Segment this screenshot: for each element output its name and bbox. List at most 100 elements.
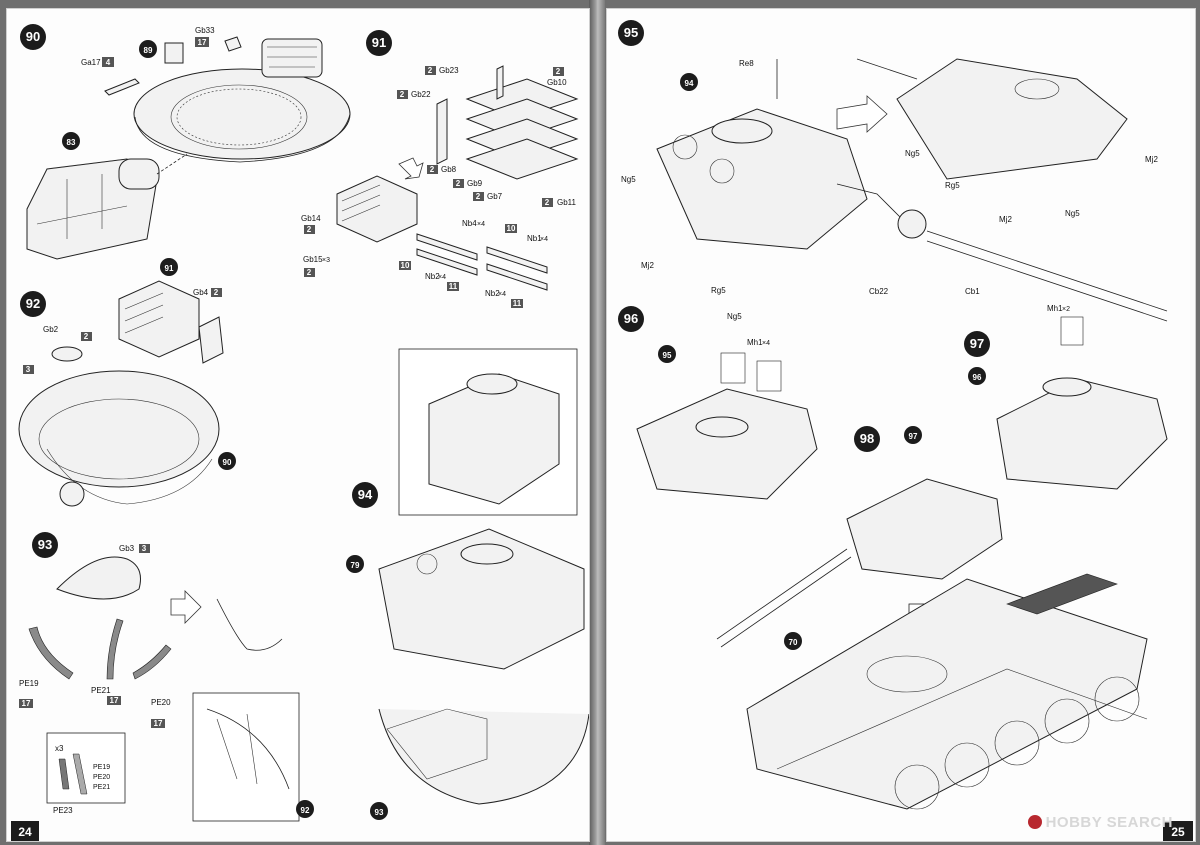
page-number: 25 [1171, 825, 1185, 839]
step-badge [20, 24, 46, 50]
page-number-box [11, 821, 39, 841]
step-92-group: 92 91 Gb4 2 Gb2 2 3 90 [18, 258, 236, 507]
svg-text:70: 70 [789, 638, 798, 647]
page-number-box [1163, 821, 1193, 841]
svg-text:3: 3 [26, 365, 31, 374]
svg-text:Mj2: Mj2 [999, 215, 1012, 224]
svg-text:Gb23: Gb23 [439, 66, 459, 75]
turret-basket [133, 68, 351, 160]
svg-text:91: 91 [372, 35, 386, 50]
svg-text:Gb9: Gb9 [467, 179, 483, 188]
svg-text:PE23: PE23 [53, 806, 73, 815]
step-95-group: 95 Re8 94 Ng5 Mj2 Rg5 Ng5 Cb22 Cb1 Ng5 R… [618, 20, 1168, 322]
page-number: 24 [18, 825, 32, 839]
hobby-search-logo-icon [1027, 815, 1042, 829]
svg-text:11: 11 [513, 299, 522, 308]
svg-text:Gb8: Gb8 [441, 165, 457, 174]
svg-text:2: 2 [556, 67, 561, 76]
svg-text:94: 94 [685, 79, 694, 88]
svg-text:Nb2: Nb2 [485, 289, 500, 298]
svg-text:92: 92 [301, 806, 310, 815]
svg-text:Gb3: Gb3 [119, 544, 135, 553]
svg-text:17: 17 [154, 719, 163, 728]
svg-text:×4: ×4 [498, 291, 506, 298]
svg-text:Ng5: Ng5 [905, 149, 920, 158]
svg-text:96: 96 [973, 373, 982, 382]
svg-text:Gb7: Gb7 [487, 192, 503, 201]
svg-text:93: 93 [375, 808, 384, 817]
svg-text:79: 79 [351, 561, 360, 570]
svg-text:2: 2 [476, 192, 481, 201]
svg-text:89: 89 [144, 46, 153, 55]
svg-text:17: 17 [22, 699, 31, 708]
svg-text:Gb14: Gb14 [301, 214, 321, 223]
svg-text:PE20: PE20 [151, 698, 171, 707]
step-91-group: 91 Gb23 2 2 Gb10 Gb22 2 Gb8 2 Gb9 2 Gb7 … [301, 30, 579, 308]
svg-text:92: 92 [26, 296, 40, 311]
step-97-group: 97 Mh1 ×2 96 [964, 304, 1168, 490]
svg-text:3: 3 [142, 544, 147, 553]
svg-text:11: 11 [449, 282, 458, 291]
step-94-group: 94 79 93 [346, 348, 589, 820]
svg-text:Nb1: Nb1 [527, 234, 542, 243]
svg-text:Mh1: Mh1 [747, 338, 763, 347]
svg-text:2: 2 [84, 332, 89, 341]
svg-text:Re8: Re8 [739, 59, 754, 68]
step-96-group: 96 95 Mh1 ×4 [618, 306, 818, 500]
svg-text:x3: x3 [55, 744, 64, 753]
left-page: 90 Ga17 4 89 Gb33 17 83 91 Gb23 2 2 [6, 8, 590, 842]
book-gutter [589, 0, 605, 845]
step-90-group: 90 Ga17 4 89 Gb33 17 83 [20, 24, 351, 260]
svg-text:95: 95 [624, 25, 638, 40]
svg-text:95: 95 [663, 351, 672, 360]
svg-text:94: 94 [358, 487, 373, 502]
svg-text:2: 2 [307, 225, 312, 234]
svg-text:Ng5: Ng5 [621, 175, 636, 184]
svg-text:PE21: PE21 [91, 686, 111, 695]
svg-text:Gb2: Gb2 [43, 325, 59, 334]
svg-text:PE20: PE20 [93, 774, 110, 781]
svg-text:2: 2 [428, 66, 433, 75]
svg-text:Cb1: Cb1 [965, 287, 980, 296]
left-page-diagram: 90 Ga17 4 89 Gb33 17 83 91 Gb23 2 2 [11, 24, 589, 841]
svg-text:Nb2: Nb2 [425, 272, 440, 281]
part-label: Ga17 [81, 58, 101, 67]
svg-text:2: 2 [400, 90, 405, 99]
svg-text:×4: ×4 [477, 221, 485, 228]
svg-text:Cb22: Cb22 [869, 287, 889, 296]
svg-text:Gb10: Gb10 [547, 78, 567, 87]
svg-text:×4: ×4 [540, 236, 548, 243]
svg-text:×3: ×3 [322, 257, 330, 264]
svg-text:×2: ×2 [1062, 306, 1070, 313]
svg-text:Nb4: Nb4 [462, 219, 477, 228]
right-page-diagram: 95 Re8 94 Ng5 Mj2 Rg5 Ng5 Cb22 Cb1 Ng5 R… [618, 20, 1193, 841]
svg-text:83: 83 [67, 138, 76, 147]
svg-text:17: 17 [198, 38, 207, 47]
step-93-group: 93 Gb3 3 PE19 17 PE21 17 PE20 17 x3 PE19… [19, 532, 314, 822]
svg-text:17: 17 [110, 696, 119, 705]
svg-text:91: 91 [165, 264, 174, 273]
step-98-group: 98 97 70 [716, 426, 1148, 810]
svg-text:93: 93 [38, 537, 52, 552]
svg-text:Ng5: Ng5 [1065, 209, 1080, 218]
watermark: HOBBY SEARCH [1027, 814, 1173, 831]
svg-text:4: 4 [106, 58, 111, 67]
svg-text:×4: ×4 [762, 340, 770, 347]
svg-text:Rg5: Rg5 [711, 286, 726, 295]
svg-text:Mh1: Mh1 [1047, 304, 1063, 313]
svg-text:2: 2 [456, 179, 461, 188]
svg-text:Gb11: Gb11 [557, 198, 577, 207]
svg-text:Mj2: Mj2 [1145, 155, 1158, 164]
svg-text:PE19: PE19 [93, 764, 110, 771]
svg-text:96: 96 [624, 311, 638, 326]
svg-text:2: 2 [545, 198, 550, 207]
svg-text:Gb33: Gb33 [195, 26, 215, 35]
svg-text:Ng5: Ng5 [727, 312, 742, 321]
svg-text:Mj2: Mj2 [641, 261, 654, 270]
svg-text:10: 10 [401, 261, 410, 270]
svg-text:×4: ×4 [438, 274, 446, 281]
svg-text:98: 98 [860, 431, 874, 446]
svg-text:2: 2 [430, 165, 435, 174]
svg-text:PE19: PE19 [19, 679, 39, 688]
svg-text:Rg5: Rg5 [945, 181, 960, 190]
